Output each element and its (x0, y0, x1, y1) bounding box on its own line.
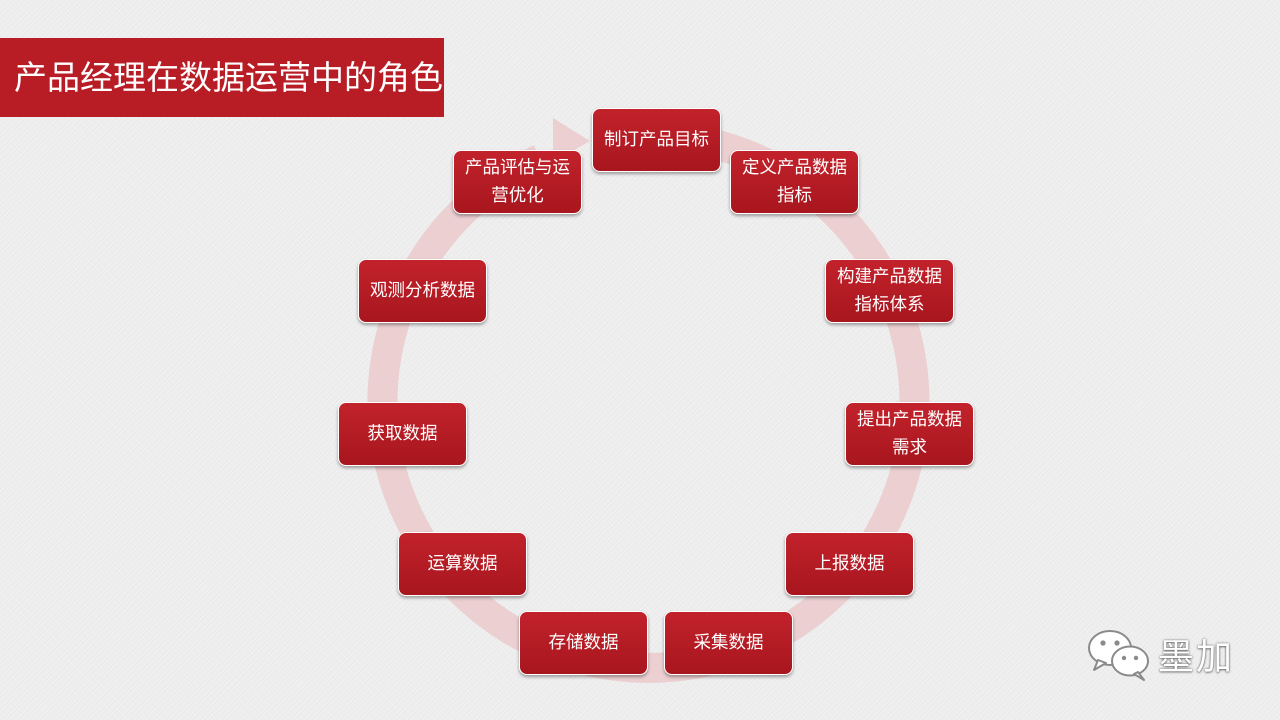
step-compute-data[interactable]: 运算数据 (398, 532, 527, 596)
step-label: 采集数据 (693, 633, 764, 653)
step-label: 构建产品数据指标体系 (837, 267, 942, 315)
step-store-data[interactable]: 存储数据 (519, 611, 648, 675)
step-label: 运算数据 (427, 554, 498, 574)
step-label: 观测分析数据 (370, 281, 475, 301)
step-collect-data[interactable]: 采集数据 (664, 611, 793, 675)
step-evaluate-optimize[interactable]: 产品评估与运营优化 (453, 150, 582, 214)
step-data-requirements[interactable]: 提出产品数据需求 (845, 402, 974, 466)
step-label: 上报数据 (814, 554, 885, 574)
step-report-data[interactable]: 上报数据 (785, 532, 914, 596)
step-fetch-data[interactable]: 获取数据 (338, 402, 467, 466)
slide-title: 产品经理在数据运营中的角色 (0, 38, 444, 117)
step-label: 制订产品目标 (604, 130, 709, 150)
wechat-icon (1088, 630, 1149, 681)
step-build-metric-system[interactable]: 构建产品数据指标体系 (825, 259, 954, 323)
step-analyze-data[interactable]: 观测分析数据 (358, 259, 487, 323)
step-label: 定义产品数据指标 (742, 158, 847, 206)
step-label: 产品评估与运营优化 (465, 158, 570, 206)
watermark-text: 墨加 (1158, 637, 1235, 678)
step-define-metrics[interactable]: 定义产品数据指标 (730, 150, 859, 214)
step-label: 获取数据 (367, 424, 438, 444)
watermark: 墨加 (1086, 624, 1246, 684)
step-set-product-goal[interactable]: 制订产品目标 (592, 108, 721, 172)
step-label: 提出产品数据需求 (857, 410, 962, 458)
step-label: 存储数据 (548, 633, 619, 653)
